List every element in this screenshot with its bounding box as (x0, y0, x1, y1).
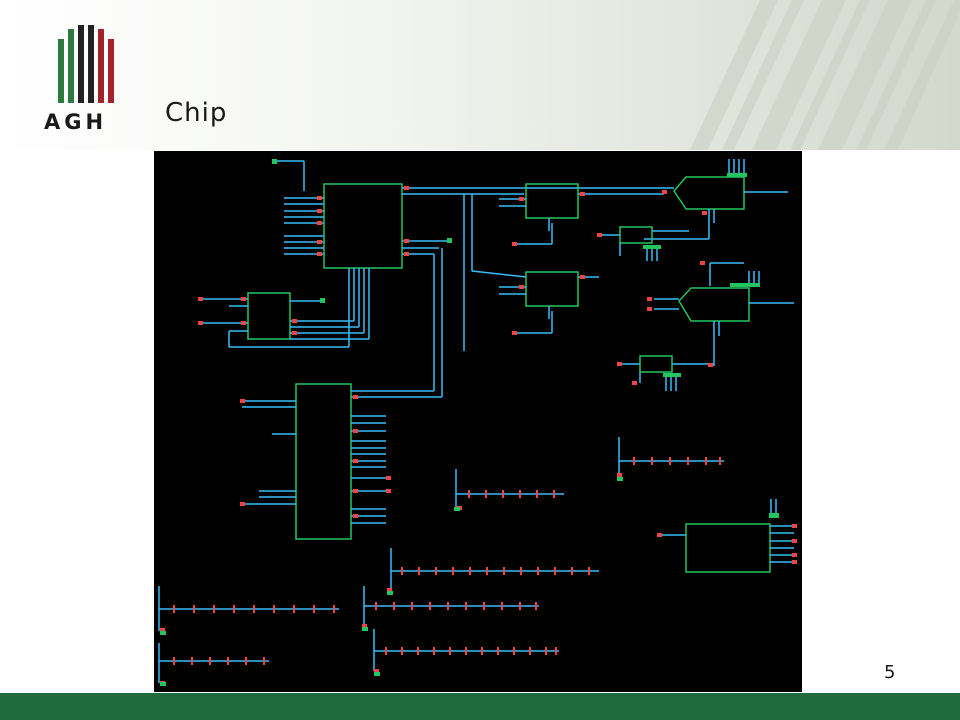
header-banner: AGH Chip (0, 0, 960, 150)
agh-logo-icon (58, 25, 114, 103)
agh-logo-text: AGH (44, 110, 108, 134)
chip-schematic-diagram (154, 151, 802, 692)
header-stripes-decoration (690, 0, 960, 150)
page-number: 5 (884, 662, 896, 683)
slide-title: Chip (165, 98, 228, 128)
footer-bar (0, 693, 960, 720)
